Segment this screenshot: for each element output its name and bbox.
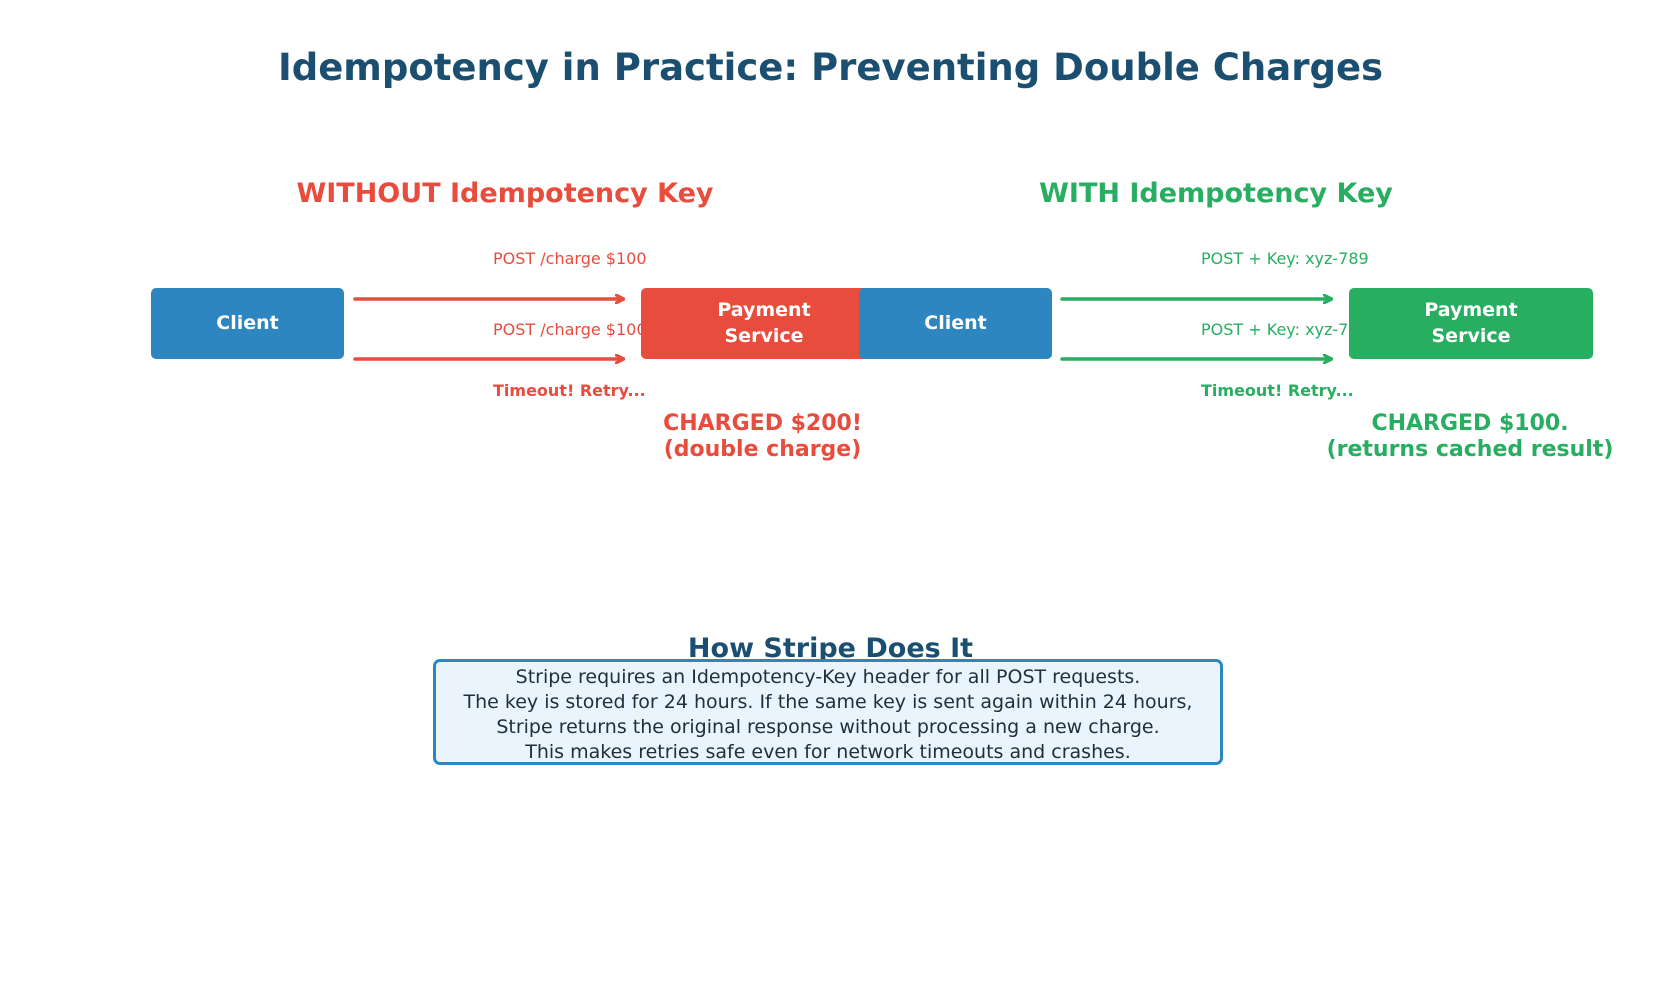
with-client-box: Client <box>859 288 1052 359</box>
with-service-label: Payment Service <box>1424 298 1518 347</box>
page-title: Idempotency in Practice: Preventing Doub… <box>277 46 1384 89</box>
without-payment-service-box: Payment Service <box>641 288 887 359</box>
with-client-label: Client <box>924 311 987 334</box>
without-service-label: Payment Service <box>717 298 811 347</box>
with-result-text: CHARGED $100. (returns cached result) <box>1326 411 1614 463</box>
stripe-heading: How Stripe Does It <box>687 633 974 664</box>
with-retry-note: Timeout! Retry... <box>1201 381 1354 400</box>
without-client-box: Client <box>151 288 344 359</box>
without-request-1-label: POST /charge $100 <box>493 249 647 268</box>
without-result: CHARGED $200! (double charge) <box>600 411 925 464</box>
without-heading: WITHOUT Idempotency Key <box>296 178 714 209</box>
with-heading: WITH Idempotency Key <box>1039 178 1393 209</box>
stripe-line-3: Stripe returns the original response wit… <box>496 716 1160 738</box>
stripe-note-box: Stripe requires an Idempotency-Key heade… <box>433 659 1223 765</box>
with-payment-service-box: Payment Service <box>1349 288 1593 359</box>
stripe-line-2: The key is stored for 24 hours. If the s… <box>463 691 1193 713</box>
without-result-text: CHARGED $200! (double charge) <box>663 411 862 463</box>
stripe-line-4: This makes retries safe even for network… <box>525 741 1131 763</box>
without-retry-note: Timeout! Retry... <box>493 381 646 400</box>
without-client-label: Client <box>216 311 279 334</box>
with-request-1-label: POST + Key: xyz-789 <box>1201 249 1369 268</box>
stripe-line-1: Stripe requires an Idempotency-Key heade… <box>515 666 1141 688</box>
with-request-2-label: POST + Key: xyz-789 <box>1201 320 1369 339</box>
without-request-2-label: POST /charge $100 <box>493 320 647 339</box>
with-result: CHARGED $100. (returns cached result) <box>1300 411 1640 464</box>
